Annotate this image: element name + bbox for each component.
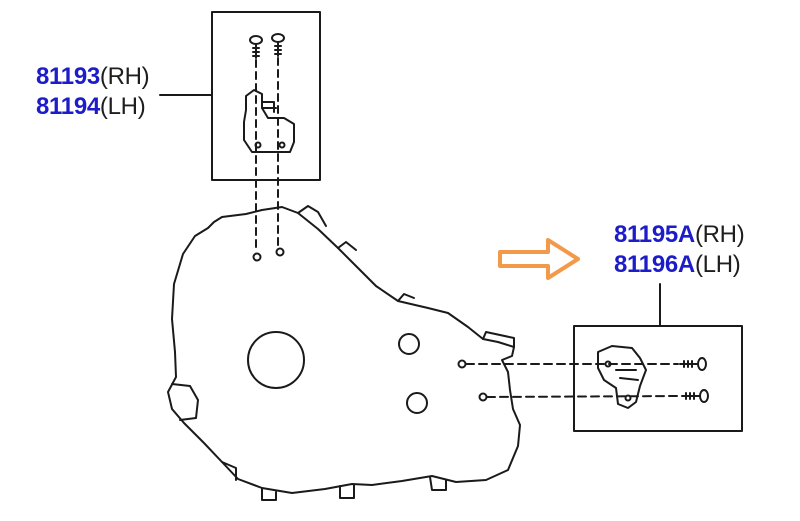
callout-upper-rh: 81193(RH) <box>36 63 150 90</box>
side-label: (RH) <box>694 221 745 248</box>
part-number: 81195A <box>614 221 695 248</box>
part-number: 81194 <box>36 93 100 120</box>
callout-upper-lh: 81194(LH) <box>36 93 146 120</box>
screw-icon <box>681 389 709 403</box>
assembly-guide-lines <box>255 57 279 251</box>
bracket-icon <box>243 89 295 153</box>
side-label: (LH) <box>99 93 146 120</box>
callout-right-rh: 81195A(RH) <box>614 221 745 248</box>
assembly-guide-lines <box>465 363 681 398</box>
part-number: 81196A <box>614 251 695 278</box>
bracket-icon <box>597 345 647 409</box>
upper-detail-box <box>159 11 321 251</box>
transmission-case <box>167 205 521 501</box>
part-number: 81193 <box>36 63 100 90</box>
screw-icon <box>679 357 707 371</box>
screw-icon <box>271 33 285 57</box>
screw-icon <box>249 35 263 59</box>
side-label: (LH) <box>694 251 741 278</box>
callout-right-lh: 81196A(LH) <box>614 251 741 278</box>
side-label: (RH) <box>99 63 150 90</box>
right-detail-box <box>465 283 743 432</box>
pointer-arrow-icon <box>498 238 580 280</box>
